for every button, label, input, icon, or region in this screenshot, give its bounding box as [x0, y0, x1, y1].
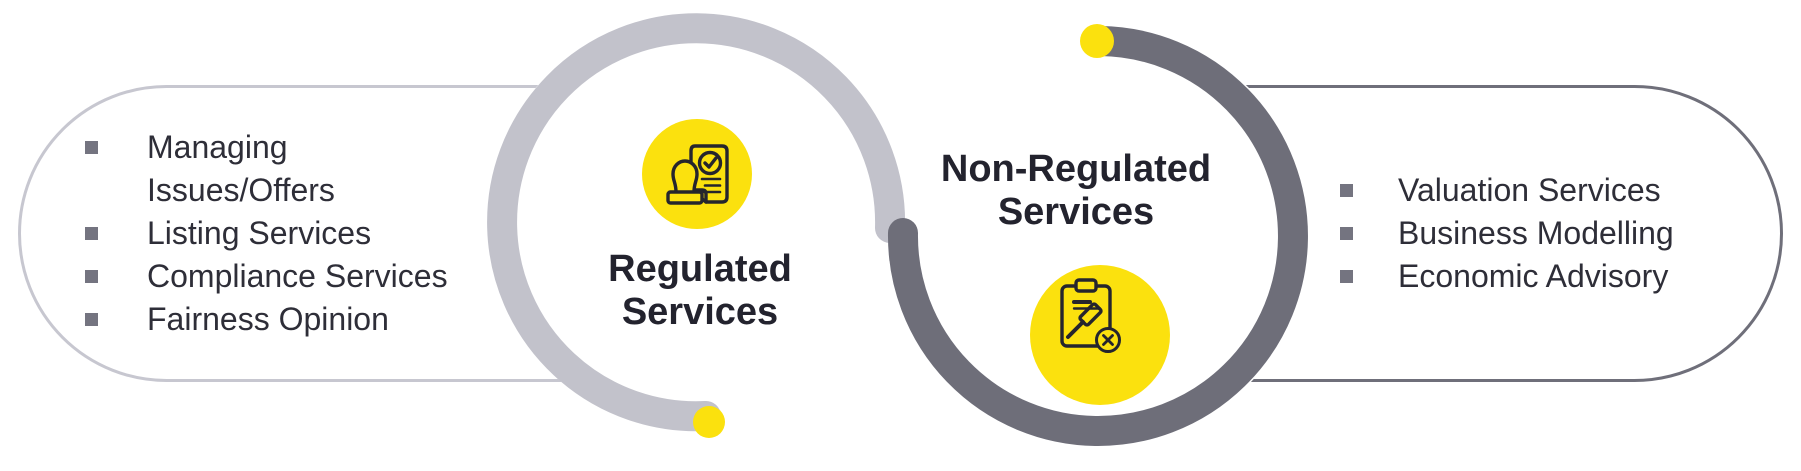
stamp-approved-document-icon — [642, 119, 752, 229]
list-item: Economic Advisory — [1340, 255, 1780, 298]
list-item: Listing Services — [85, 212, 515, 255]
clipboard-gavel-rejected-icon — [1030, 265, 1170, 405]
non-regulated-title: Non-Regulated Services — [940, 148, 1212, 233]
list-item: Valuation Services — [1340, 169, 1780, 212]
list-item: Compliance Services — [85, 255, 515, 298]
non-regulated-ring-arc — [887, 26, 1308, 446]
non-regulated-items-list: Valuation Services Business Modelling Ec… — [1340, 169, 1780, 298]
regulated-title: Regulated Services — [608, 248, 792, 333]
regulated-ring-arc — [487, 13, 906, 432]
list-item: Managing Issues/Offers — [85, 126, 397, 212]
regulated-items-list: Managing Issues/Offers Listing Services … — [85, 126, 515, 341]
list-item: Business Modelling — [1340, 212, 1780, 255]
regulated-ring-end-dot — [693, 406, 725, 438]
non-regulated-ring-end-dot — [1080, 24, 1114, 58]
non-regulated-circle-fill — [890, 26, 1310, 446]
list-item: Fairness Opinion — [85, 298, 515, 341]
